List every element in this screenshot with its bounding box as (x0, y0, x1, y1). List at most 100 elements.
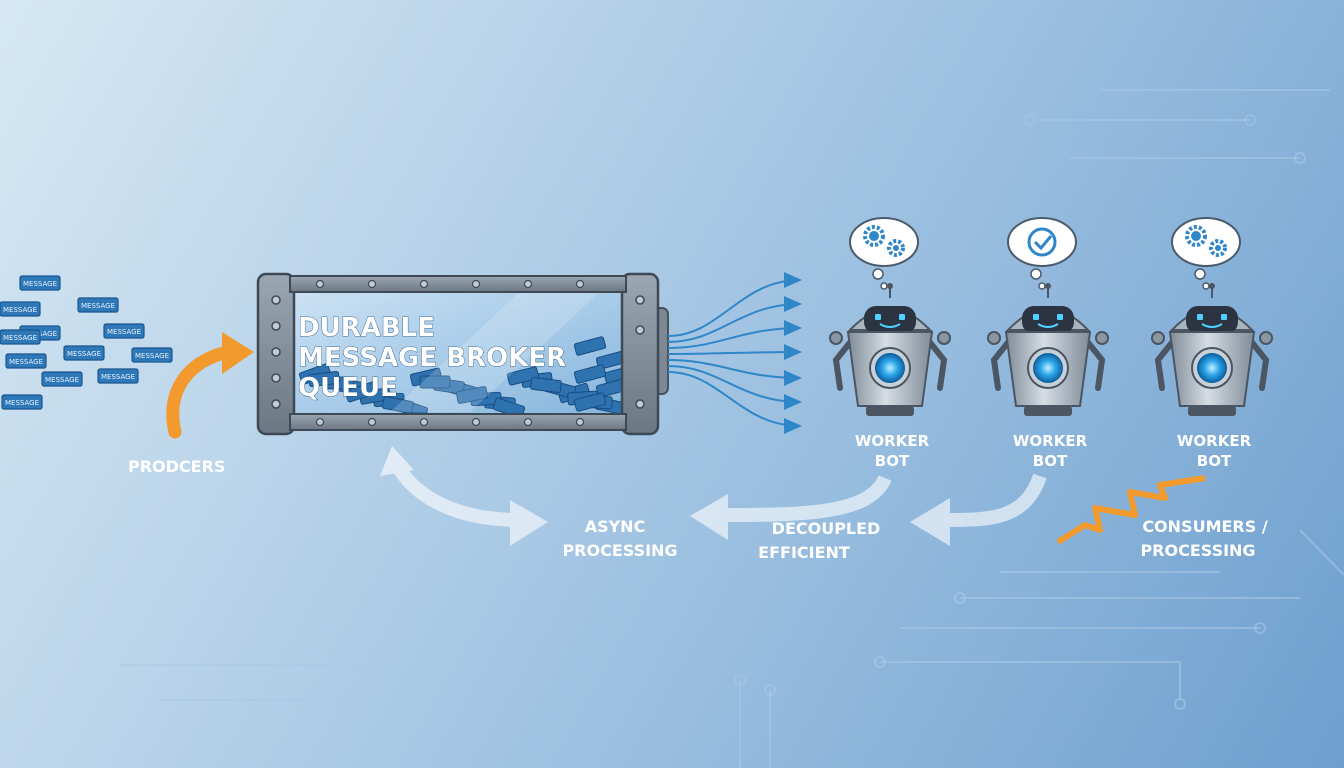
fanout-arrow (667, 296, 802, 343)
message-chip: MESSAGE (0, 301, 41, 317)
bolt (271, 373, 281, 383)
queued-message (419, 375, 451, 389)
message-chip-label: MESSAGE (101, 373, 135, 381)
bolt (315, 279, 325, 289)
queued-message (530, 376, 562, 394)
producers-label: PRODCERS (128, 457, 225, 476)
message-chip-label: MESSAGE (3, 306, 37, 314)
message-chip: MESSAGE (0, 329, 41, 345)
circuit-decoration (120, 89, 1344, 768)
decoupled-label-line-2: EFFICIENT (758, 543, 850, 562)
bolt (271, 399, 281, 409)
message-queue: DURABLE MESSAGE BROKER QUEUE (256, 272, 669, 436)
worker-bot: WORKER BOT (987, 217, 1109, 470)
async-label-line-2: PROCESSING (562, 541, 677, 560)
bolt (271, 321, 281, 331)
producer-messages: MESSAGE MESSAGE MESSAGE MESSAGE MESSAGE MESSA… (0, 275, 173, 410)
bolt (523, 279, 533, 289)
fanout-arrow (667, 365, 802, 410)
thought-bubble (1007, 217, 1077, 290)
fanout-arrow (667, 320, 802, 349)
queued-message (344, 381, 378, 403)
queue-bolts (271, 279, 645, 427)
queue-title-line-2: MESSAGE BROKER (298, 343, 566, 373)
async-label-line-1: ASYNC (585, 517, 646, 536)
robot-visor (864, 306, 916, 334)
consumers-label-line-2: PROCESSING (1140, 541, 1255, 560)
bolt (419, 279, 429, 289)
worker-bot-label-line-1: WORKER (1177, 432, 1252, 450)
message-chip: MESSAGE (5, 353, 47, 369)
bolt (315, 417, 325, 427)
message-chip-label: MESSAGE (5, 399, 39, 407)
worker-bot: WORKER BOT (1151, 217, 1273, 470)
message-chip: MESSAGE (41, 371, 83, 387)
message-chip: MESSAGE (97, 368, 139, 384)
fanout-arrow (667, 272, 802, 337)
consumers-label-line-1: CONSUMERS / (1142, 517, 1268, 536)
message-chip-label: MESSAGE (107, 328, 141, 336)
message-chip: MESSAGE (1, 394, 43, 410)
fanout-arrows (667, 272, 802, 434)
bolt (635, 295, 645, 305)
fanout-arrow (667, 344, 802, 361)
robot-core-light (1033, 353, 1063, 383)
queued-message (455, 386, 489, 404)
bolt (575, 417, 585, 427)
queued-messages (298, 336, 637, 420)
message-chip: MESSAGE (77, 297, 119, 313)
bolt (635, 399, 645, 409)
bolt (419, 417, 429, 427)
queued-message (308, 370, 340, 388)
message-chip-label: MESSAGE (135, 352, 169, 360)
queued-message (573, 392, 607, 412)
fanout-arrow (667, 371, 802, 434)
gears-icon (1185, 225, 1227, 257)
checkmark-icon (1027, 227, 1057, 257)
fanout-arrow (667, 359, 802, 386)
bolt (367, 279, 377, 289)
message-chip: MESSAGE (131, 347, 173, 363)
worker-bot-label-line-1: WORKER (855, 432, 930, 450)
message-chip: MESSAGE (103, 323, 145, 339)
queue-title-line-1: DURABLE (298, 313, 435, 343)
queued-message (381, 396, 415, 414)
gears-icon (863, 225, 905, 257)
bolt (471, 417, 481, 427)
bolt (271, 347, 281, 357)
message-chip-label: MESSAGE (81, 302, 115, 310)
worker-bot-label-line-2: BOT (875, 452, 910, 470)
message-chip-label: MESSAGE (67, 350, 101, 358)
robot-visor (1022, 306, 1074, 334)
bolt (367, 417, 377, 427)
worker-bot-label-line-2: BOT (1033, 452, 1068, 470)
worker-bot: WORKER BOT (829, 217, 951, 470)
message-chip-label: MESSAGE (9, 358, 43, 366)
worker-bot-label-line-2: BOT (1197, 452, 1232, 470)
queue-title-line-3: QUEUE (298, 373, 398, 403)
thought-bubble (1171, 217, 1241, 290)
queued-message (573, 364, 607, 384)
message-chip: MESSAGE (63, 345, 105, 361)
queued-message (573, 336, 607, 356)
bolt (523, 417, 533, 427)
robot-core-light (875, 353, 905, 383)
bolt (575, 279, 585, 289)
consumer-zigzag (1056, 475, 1206, 545)
worker-bots: WORKER BOT WORKER BOT WORKER BOT (829, 217, 1273, 470)
bolt (271, 295, 281, 305)
message-chip-label: MESSAGE (3, 334, 37, 342)
message-chip: MESSAGE (19, 275, 61, 291)
bolt (471, 279, 481, 289)
worker-bot-label-line-1: WORKER (1013, 432, 1088, 450)
queued-message (506, 366, 540, 386)
bolt (635, 325, 645, 335)
thought-bubble (849, 217, 919, 290)
robot-visor (1186, 306, 1238, 334)
producer-arrow (166, 332, 254, 439)
decoupled-label-line-1: DECOUPLED (772, 519, 881, 538)
return-arrows (380, 446, 1047, 546)
message-chip-label: MESSAGE (23, 280, 57, 288)
